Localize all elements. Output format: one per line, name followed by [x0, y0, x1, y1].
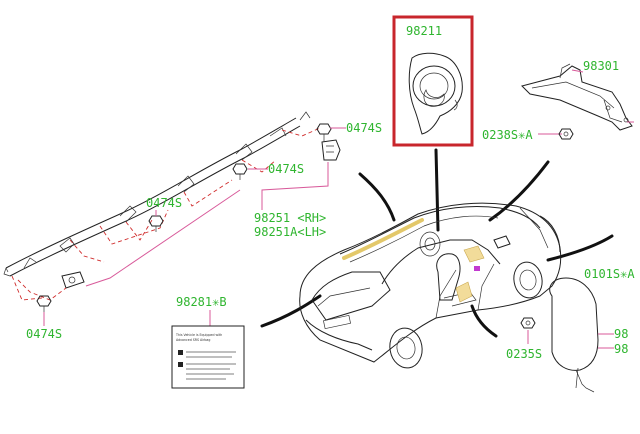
part-number-98211[interactable]: 98211 — [406, 24, 442, 38]
bolt-icon — [558, 128, 574, 140]
leader-side-airbag-to-car — [470, 304, 498, 338]
part-number-0101sa[interactable]: 0101S✳A — [584, 267, 635, 281]
part-number-98-b[interactable]: 98 — [614, 342, 628, 356]
part-number-0474s-left[interactable]: 0474S — [146, 196, 182, 210]
leader-0101sa-to-car — [546, 234, 614, 262]
part-number-98301[interactable]: 98301 — [583, 59, 619, 73]
part-number-0235s[interactable]: 0235S — [506, 347, 542, 361]
bolt-icon — [316, 123, 332, 142]
leader-curtain-to-car — [358, 172, 396, 222]
label-line-2: Advanced SRS Airbag — [176, 338, 210, 342]
warning-label-card[interactable]: This Vehicle is Equipped with Advanced S… — [171, 325, 245, 389]
vehicle-body-outline-icon — [299, 202, 562, 369]
leader-98251-upper — [261, 162, 329, 210]
part-number-0474s-bottom[interactable]: 0474S — [26, 327, 62, 341]
bolt-icon — [232, 163, 248, 180]
leader-line-98211 — [434, 148, 440, 232]
leader-sensor-to-car — [488, 160, 550, 222]
part-number-0474s-top[interactable]: 0474S — [346, 121, 382, 135]
part-number-98281b[interactable]: 98281✳B — [176, 295, 227, 309]
part-number-98251a-lh[interactable]: 98251A<LH> — [254, 225, 326, 239]
curtain-airbag-assembly-icon[interactable] — [3, 111, 341, 289]
leader-98301 — [571, 69, 584, 73]
leader-98251-lower — [85, 189, 241, 287]
part-number-98-a[interactable]: 98 — [614, 327, 628, 341]
curtain-dashed-lines — [11, 127, 321, 301]
side-seat-airbag-icon[interactable] — [549, 277, 599, 393]
highlight-box-98211[interactable] — [392, 15, 474, 147]
part-number-0474s-mid[interactable]: 0474S — [268, 162, 304, 176]
bolt-icon — [36, 295, 52, 312]
label-line-1: This Vehicle is Equipped with — [175, 333, 222, 337]
bolt-icon — [148, 215, 164, 232]
part-number-0238sa[interactable]: 0238S✳A — [482, 128, 533, 142]
leader-label-to-car — [260, 294, 322, 328]
part-number-98251-rh[interactable]: 98251 <RH> — [254, 211, 326, 225]
front-sensor-bracket-icon[interactable] — [521, 63, 633, 131]
bolt-icon — [520, 317, 536, 329]
steering-wheel-airbag-module-icon[interactable] — [408, 52, 463, 135]
